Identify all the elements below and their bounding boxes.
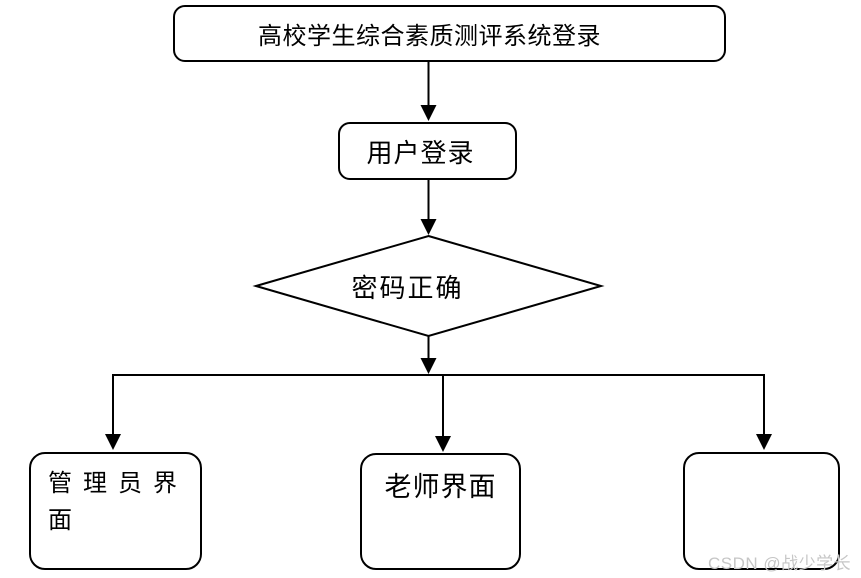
arrow-title-to-login [420, 62, 437, 121]
node-user-login: 用户登录 [338, 122, 517, 180]
node-system-login: 高校学生综合素质测评系统登录 [173, 5, 726, 62]
node-unlabeled [683, 452, 840, 570]
node-admin-interface: 管理员界 面 [29, 452, 202, 570]
node-teacher-interface-label: 老师界面 [384, 472, 497, 502]
arrow-branch-to-right [756, 374, 772, 450]
arrow-branch-to-admin [105, 374, 121, 450]
arrow-login-to-decision [420, 180, 437, 235]
node-admin-interface-label-line2: 面 [48, 508, 83, 534]
node-user-login-label: 用户登录 [366, 138, 475, 168]
csdn-watermark: CSDN @战少学长 [708, 554, 852, 573]
node-teacher-interface: 老师界面 [360, 453, 521, 570]
arrow-branch-to-teacher [435, 374, 451, 452]
node-password-correct: 密码正确 [256, 236, 601, 336]
arrow-decision-to-branch [420, 336, 437, 374]
node-admin-interface-label-line1: 管理员界 [48, 471, 188, 497]
node-password-correct-label: 密码正确 [351, 273, 464, 303]
node-system-login-label: 高校学生综合素质测评系统登录 [258, 24, 601, 50]
